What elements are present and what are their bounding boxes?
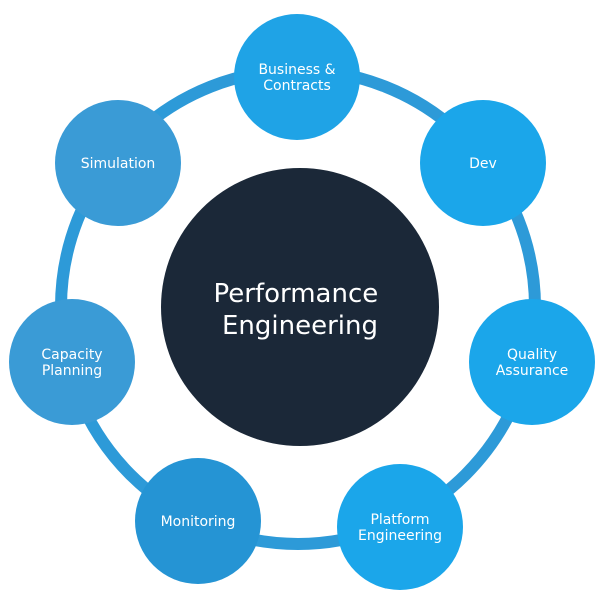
center-label-line-2: Engineering (222, 311, 378, 341)
node-dev: Dev (420, 100, 546, 226)
node-simulation-label: Simulation (81, 156, 156, 172)
node-platform-engineering-label-line-1: Platform (370, 512, 429, 528)
node-simulation-label-line-1: Simulation (81, 156, 156, 172)
node-business-contracts: Business &Contracts (234, 14, 360, 140)
node-monitoring-label-line-1: Monitoring (161, 514, 236, 530)
node-quality-assurance-circle (469, 299, 595, 425)
center-circle (161, 168, 439, 446)
center-label-line-1: Performance (213, 279, 378, 309)
node-platform-engineering-label-line-2: Engineering (358, 528, 442, 544)
node-dev-label-line-1: Dev (469, 156, 497, 172)
node-simulation: Simulation (55, 100, 181, 226)
center-label: Performance Engineering (213, 279, 386, 341)
node-capacity-planning-circle (9, 299, 135, 425)
node-monitoring: Monitoring (135, 458, 261, 584)
center-node: Performance Engineering (161, 168, 439, 446)
node-monitoring-label: Monitoring (161, 514, 236, 530)
node-quality-assurance-label-line-2: Assurance (496, 363, 569, 379)
node-business-contracts-label-line-2: Contracts (263, 78, 331, 94)
node-business-contracts-label-line-1: Business & (258, 62, 335, 78)
node-business-contracts-circle (234, 14, 360, 140)
node-quality-assurance-label-line-1: Quality (507, 347, 557, 363)
node-dev-circle (420, 100, 546, 226)
node-simulation-circle (55, 100, 181, 226)
node-monitoring-circle (135, 458, 261, 584)
node-platform-engineering-circle (337, 464, 463, 590)
node-capacity-planning-label-line-2: Planning (42, 363, 102, 379)
node-dev-label: Dev (469, 156, 497, 172)
node-business-contracts-label: Business &Contracts (258, 62, 335, 94)
node-capacity-planning-label-line-1: Capacity (41, 347, 102, 363)
